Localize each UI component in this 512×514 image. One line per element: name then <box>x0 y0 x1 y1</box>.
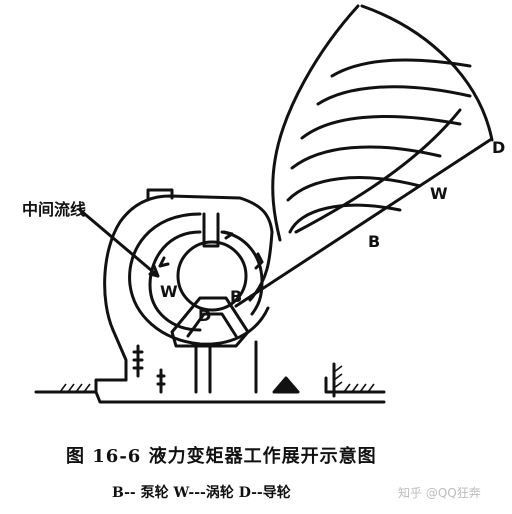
fan-inner-arc <box>294 108 462 234</box>
shaft-output <box>194 346 212 394</box>
base-line <box>34 390 386 404</box>
label-b-big: B <box>368 232 381 251</box>
label-d-big: D <box>492 138 506 157</box>
fan-neck <box>248 230 274 302</box>
hatch-left <box>59 383 91 393</box>
fan-blade-1 <box>288 203 402 234</box>
hub-circle <box>176 240 248 312</box>
label-b-small: B <box>230 287 243 306</box>
figure-caption-title: 图 16-6 液力变矩器工作展开示意图 <box>66 446 377 467</box>
fan-bottom-line <box>234 138 492 308</box>
fan-left-edge <box>271 4 360 242</box>
fan-blade-4 <box>300 114 462 140</box>
label-d-small: D <box>198 306 212 325</box>
hatch-right <box>343 383 375 393</box>
bearing-triangle <box>272 376 300 394</box>
fan-blade-5 <box>316 85 472 106</box>
left-shaft-line <box>111 328 128 382</box>
base-step-left <box>94 378 128 394</box>
hatch-wall <box>333 365 343 389</box>
spring-mid <box>156 368 166 394</box>
flow-arrow-right <box>254 252 264 270</box>
watermark-text: 知乎 @QQ狂奔 <box>398 486 481 500</box>
flow-arrow-left <box>158 256 170 268</box>
fan-blade-2 <box>286 176 422 202</box>
flow-arrow-top <box>222 230 234 240</box>
stator-block <box>170 296 250 348</box>
fan-outer-arc <box>360 4 494 142</box>
outer-housing <box>103 194 274 332</box>
fan-blade-3 <box>290 145 442 170</box>
outer-ring <box>128 212 270 346</box>
spring-left <box>132 344 144 378</box>
top-divider <box>202 212 220 248</box>
label-w-big: W <box>430 184 448 203</box>
stator-inner <box>186 312 238 338</box>
figure-caption-legend: B-- 泵轮 W---涡轮 D--导轮 <box>112 485 291 501</box>
housing-top-tab <box>146 188 174 200</box>
label-middle-streamline: 中间流线 <box>22 200 87 219</box>
right-post <box>254 340 386 394</box>
leader-line <box>78 208 160 278</box>
label-w-small: W <box>160 282 178 301</box>
